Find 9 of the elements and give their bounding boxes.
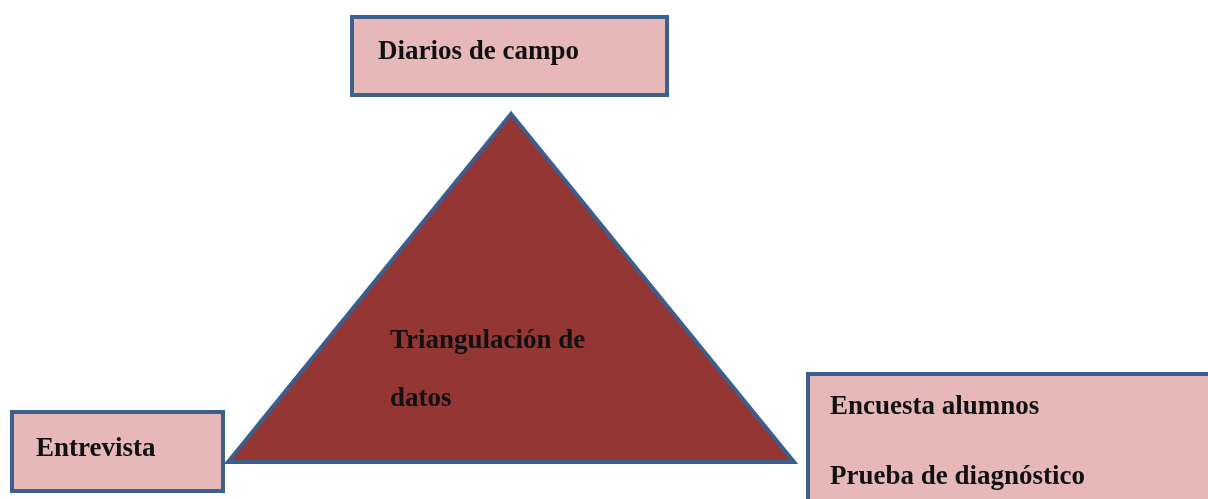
node-text: Encuesta alumnos [830, 389, 1040, 422]
text-box [350, 15, 669, 97]
text-box [10, 410, 225, 493]
text-box [806, 372, 1208, 499]
node-text: Entrevista [36, 431, 156, 464]
triangle-shape [224, 110, 798, 466]
node-text: Prueba de diagnóstico [830, 459, 1085, 492]
node-text: Triangulación de datos [390, 323, 587, 414]
node-text: Diarios de campo [378, 34, 579, 67]
